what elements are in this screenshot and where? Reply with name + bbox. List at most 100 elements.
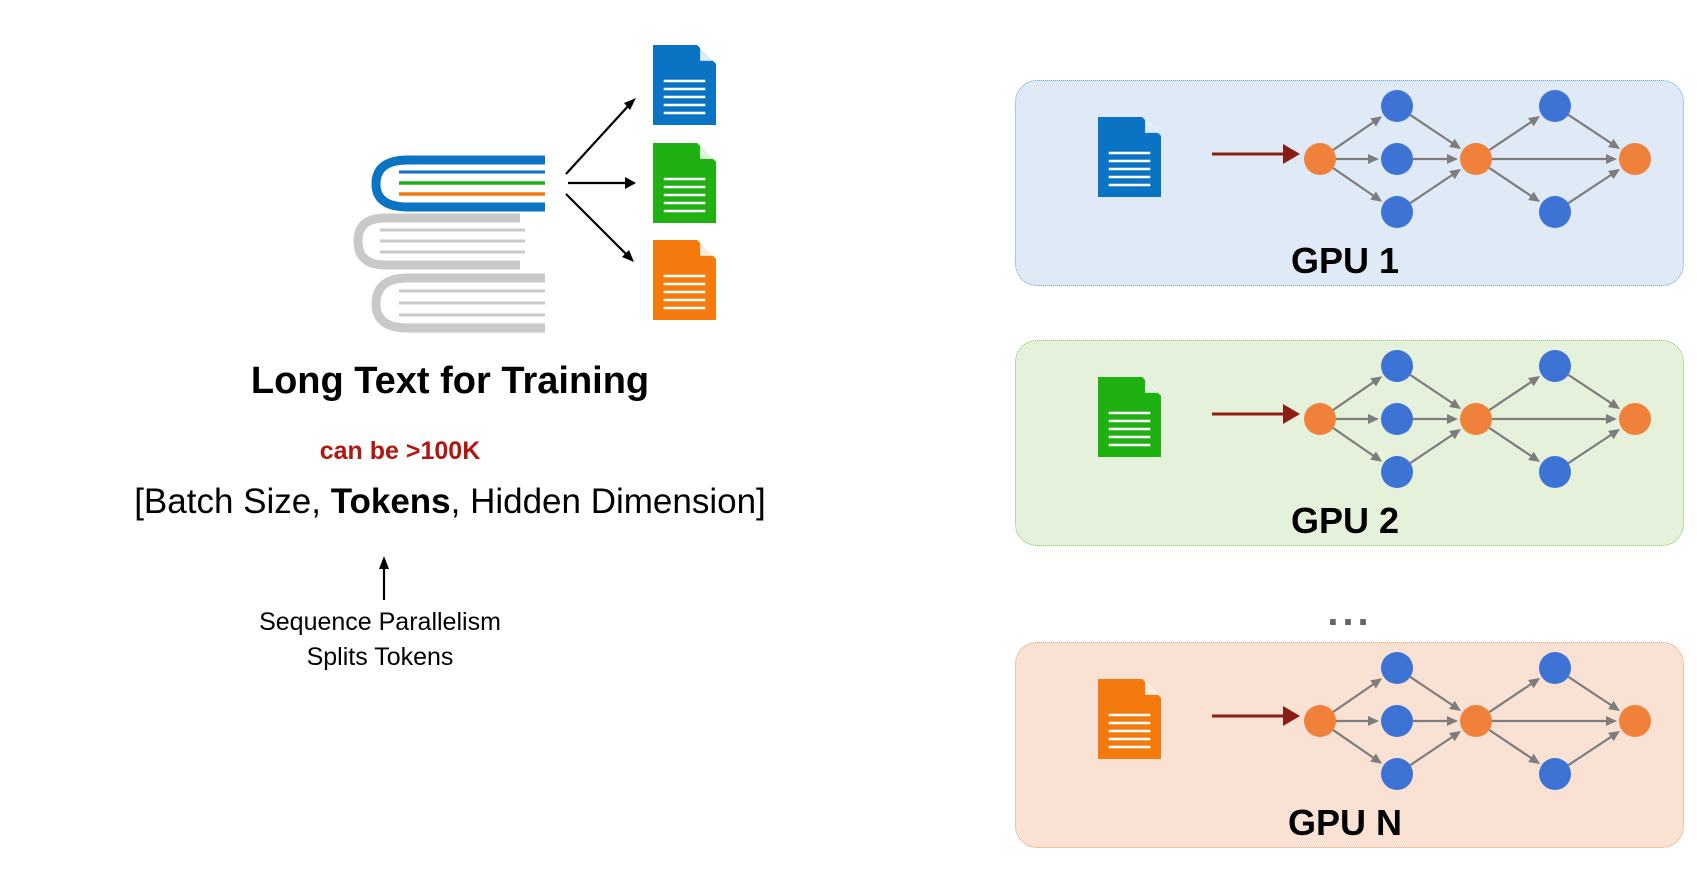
network-graph-2 — [1098, 350, 1651, 488]
graph-edge-arrowhead — [1449, 138, 1462, 149]
graph-edge-arrowhead — [1368, 716, 1379, 726]
graph-edge-arrowhead — [1449, 731, 1462, 742]
split-arrows — [565, 98, 636, 262]
network-graph-3 — [1098, 652, 1651, 790]
graph-edge-arrowhead — [1528, 753, 1541, 764]
graph-edge-arrowhead — [1449, 398, 1462, 409]
orange-node — [1460, 705, 1492, 737]
graph-edge-arrowhead — [1608, 138, 1620, 150]
graph-edge-arrowhead — [1528, 116, 1541, 127]
graph-edge — [1488, 427, 1535, 459]
graph-edge — [1409, 734, 1456, 766]
up-arrow-icon — [379, 556, 389, 600]
graph-edge-arrowhead — [1447, 716, 1458, 726]
graph-edge — [1488, 119, 1535, 151]
graph-edge-arrowhead — [1606, 414, 1617, 424]
graph-edge-arrowhead — [1370, 451, 1383, 462]
blue-node — [1381, 758, 1413, 790]
book-gray-middle-icon — [353, 213, 525, 270]
tensor-shape: [Batch Size, Tokens, Hidden Dimension] — [60, 482, 840, 522]
tensor-shape-tokens: Tokens — [330, 482, 451, 521]
blue-node — [1539, 350, 1571, 382]
graph-edge-arrowhead — [1608, 428, 1620, 440]
graph-edge — [1488, 729, 1535, 761]
graph-edges — [1332, 113, 1620, 205]
graph-nodes — [1304, 90, 1651, 228]
book-blue-top-icon — [371, 155, 545, 212]
orange-node — [1460, 143, 1492, 175]
input-arrow-icon — [1212, 706, 1300, 726]
orange-node — [1304, 705, 1336, 737]
document-green-icon — [653, 143, 716, 223]
graph-edge — [1567, 373, 1614, 406]
blue-node — [1539, 90, 1571, 122]
orange-node — [1619, 705, 1651, 737]
gpu-label-1: GPU 1 — [1290, 240, 1400, 281]
sequence-parallelism-caption: Sequence Parallelism Splits Tokens — [200, 605, 560, 675]
graph-edge-arrowhead — [1608, 700, 1620, 712]
graph-edge — [1409, 432, 1456, 464]
graph-edge-arrowhead — [1370, 116, 1383, 127]
blue-node — [1381, 652, 1413, 684]
graph-edge-arrowhead — [1606, 154, 1617, 164]
graph-edge-arrowhead — [1528, 376, 1541, 387]
graph-edge-arrowhead — [1370, 678, 1383, 689]
book-stack-illustration — [353, 45, 716, 600]
graph-edge — [1332, 681, 1377, 713]
graph-edge-arrowhead — [1606, 716, 1617, 726]
graph-edge — [1409, 676, 1456, 708]
graph-edge — [1409, 374, 1456, 406]
graph-edge — [1409, 172, 1456, 204]
graph-edge — [1567, 113, 1614, 146]
gpu-document-icon — [1098, 679, 1161, 759]
diagram-title: Long Text for Training — [250, 360, 650, 402]
graph-edge — [1488, 379, 1535, 411]
caption-line-1: Sequence Parallelism — [259, 608, 501, 636]
graph-edge-arrowhead — [1449, 429, 1462, 440]
gpu-document-icon — [1098, 377, 1161, 457]
network-graph-1 — [1098, 90, 1651, 228]
graph-edges — [1332, 373, 1620, 465]
graph-edge-arrowhead — [1447, 414, 1458, 424]
document-orange-icon — [653, 240, 716, 320]
blue-node — [1381, 350, 1413, 382]
graph-edge-arrowhead — [1370, 191, 1383, 202]
blue-node — [1381, 90, 1413, 122]
graph-edge — [1567, 432, 1614, 465]
graph-edge — [1332, 167, 1377, 199]
caption-line-2: Splits Tokens — [306, 643, 454, 671]
blue-node — [1381, 143, 1413, 175]
orange-node — [1619, 403, 1651, 435]
ellipsis: ... — [1327, 590, 1373, 634]
blue-node — [1381, 456, 1413, 488]
graph-edge — [1488, 681, 1535, 713]
blue-node — [1539, 758, 1571, 790]
blue-node — [1381, 403, 1413, 435]
graph-nodes — [1304, 350, 1651, 488]
graph-edge-arrowhead — [1608, 730, 1620, 742]
blue-node — [1381, 196, 1413, 228]
graph-edge-arrowhead — [1449, 169, 1462, 180]
graph-edge — [1332, 729, 1377, 761]
input-arrow-icon — [1212, 144, 1300, 164]
graph-edge-arrowhead — [1449, 700, 1462, 711]
gpu-label-2: GPU 2 — [1290, 500, 1400, 541]
graph-edge-arrowhead — [1528, 678, 1541, 689]
blue-node — [1539, 456, 1571, 488]
graph-edge-arrowhead — [1370, 753, 1383, 764]
graph-edge-arrowhead — [1608, 168, 1620, 180]
graph-edge — [1488, 167, 1535, 199]
book-gray-bottom-icon — [371, 273, 545, 333]
graph-edge — [1332, 427, 1377, 459]
orange-node — [1460, 403, 1492, 435]
orange-node — [1304, 143, 1336, 175]
graph-edge — [1332, 379, 1377, 411]
graph-edge-arrowhead — [1370, 376, 1383, 387]
graph-edge — [1567, 172, 1614, 205]
graph-nodes — [1304, 652, 1651, 790]
graph-edge-arrowhead — [1368, 154, 1379, 164]
graph-edge — [1567, 675, 1614, 708]
tensor-shape-close: , Hidden Dimension] — [450, 482, 766, 521]
blue-node — [1539, 652, 1571, 684]
